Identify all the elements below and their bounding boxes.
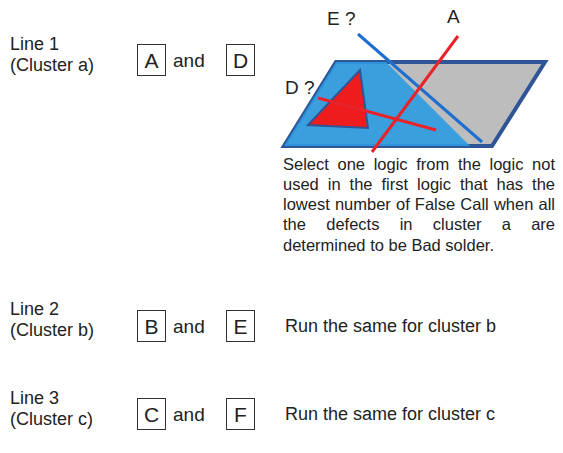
line-title: Line 2 (Cluster b) <box>10 299 110 340</box>
logic-letter: E <box>233 316 247 337</box>
line-title: Line 1 (Cluster a) <box>10 34 110 75</box>
board-parallelogram <box>284 62 545 146</box>
note-text: Run the same for cluster b <box>285 316 555 338</box>
defect-triangle <box>308 70 368 128</box>
logic-a-line <box>372 36 458 152</box>
and-word: and <box>173 404 205 426</box>
logic-letter: A <box>144 50 158 71</box>
logic-candidate: E ? <box>327 8 356 30</box>
logic-letter: B <box>144 316 158 337</box>
note-text: Select one logic from the logic not used… <box>283 154 555 255</box>
logic-box: B <box>137 310 166 342</box>
logic-letter: D <box>233 50 248 71</box>
and-word: and <box>173 50 205 72</box>
line-title: Line 3 (Cluster c) <box>10 388 110 429</box>
logic-box: D <box>226 44 255 76</box>
logic-candidate: D ? <box>285 77 315 99</box>
logic-box: C <box>137 398 166 430</box>
note-text: Run the same for cluster c <box>285 404 555 426</box>
defect-outline <box>308 70 368 128</box>
logic-box: F <box>226 398 255 430</box>
logic-d-line <box>318 98 436 130</box>
logic-box: A <box>137 44 166 76</box>
logic-name: A <box>447 6 460 28</box>
logic-letter: C <box>144 404 159 425</box>
logic-box: E <box>226 310 255 342</box>
logic-letter: F <box>234 404 247 425</box>
and-word: and <box>173 316 205 338</box>
cluster-region <box>284 62 470 146</box>
